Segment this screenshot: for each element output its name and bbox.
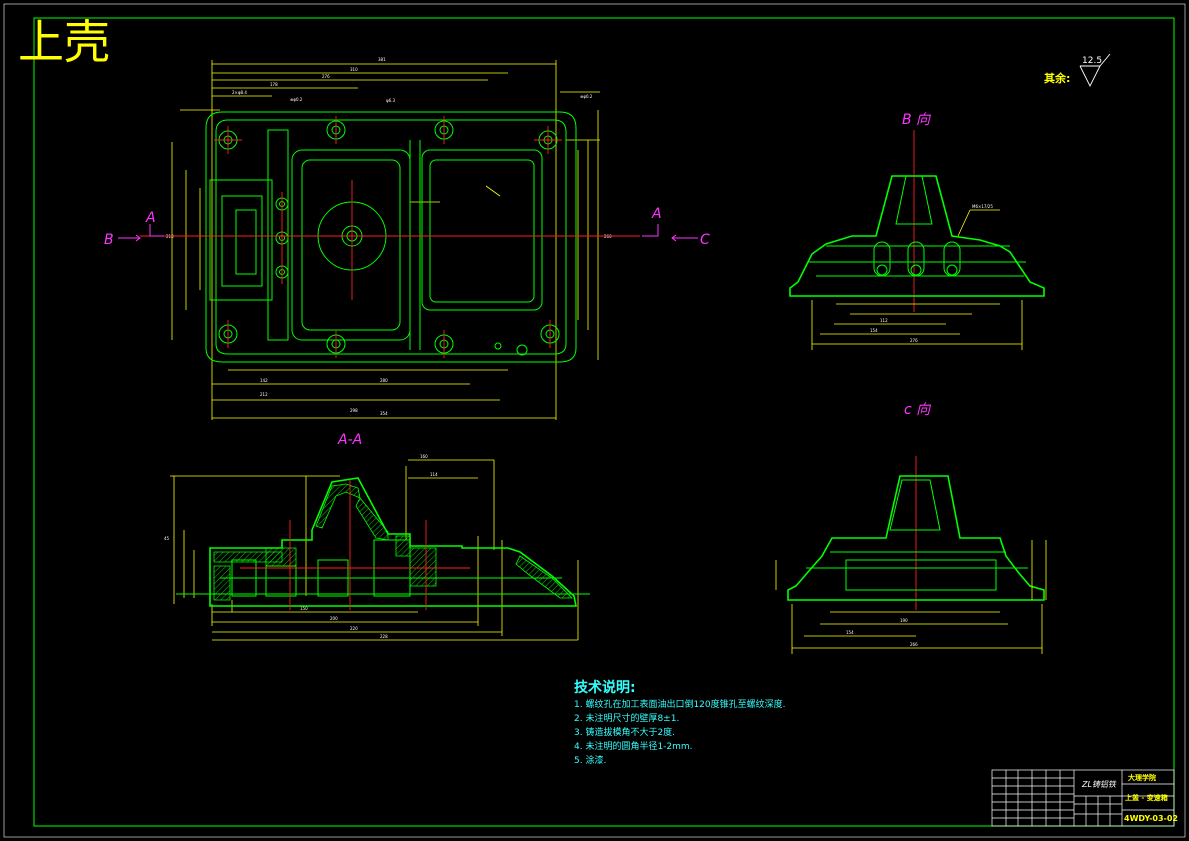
svg-text:φ6.3: φ6.3 [386,98,395,103]
view-c: c 向 266 154 190 [775,402,1047,654]
view-b: B 向 276 154 112 M6×17/25 [789,112,1045,350]
svg-text:⊕φ0.2: ⊕φ0.2 [580,94,593,99]
svg-text:228: 228 [380,634,388,639]
svg-text:142: 142 [260,378,268,383]
roughness-symbol: 其余: 12.5 [1044,53,1111,88]
svg-text:276: 276 [322,74,330,79]
svg-text:154: 154 [846,630,854,635]
section-mark-left: A [145,210,156,226]
note-2: 2. 未注明尺寸的壁厚8±1. [574,712,679,724]
section-aa-label: A-A [337,432,362,448]
svg-text:200: 200 [330,616,338,621]
title-block-company: 大理学院 [1128,773,1156,782]
svg-text:354: 354 [380,411,388,416]
svg-text:381: 381 [378,57,386,62]
svg-text:114: 114 [430,472,438,477]
svg-text:280: 280 [380,378,388,383]
roughness-value: 12.5 [1082,56,1102,66]
svg-text:220: 220 [350,626,358,631]
inner-frame [33,17,1175,827]
title-block-material: ZL铸铝铁 [1081,780,1117,789]
notes-heading: 技术说明: [574,679,636,696]
view-arrow-c: C [700,232,710,248]
svg-text:310: 310 [350,67,358,72]
svg-text:178: 178 [270,82,278,87]
svg-text:298: 298 [350,408,358,413]
roughness-label: 其余: [1044,71,1070,85]
svg-text:⊕φ0.2: ⊕φ0.2 [290,97,303,102]
svg-text:266: 266 [910,642,918,647]
note-5: 5. 涂漆. [574,754,606,766]
svg-text:160: 160 [420,454,428,459]
plan-dimension-labels: 381 310 276 178 2×φ8.4 ⊕φ0.2 φ6.3 ⊕φ0.2 … [166,57,612,416]
svg-text:2×φ8.4: 2×φ8.4 [232,90,247,95]
svg-text:190: 190 [900,618,908,623]
svg-text:150: 150 [300,606,308,611]
title-block: ZL铸铝铁 大理学院 上盖 - 变速箱 4WDY-03-02 [991,769,1178,827]
section-aa-view: A-A 160 114 150 200 220 [164,432,590,641]
svg-text:218: 218 [166,234,174,239]
svg-text:112: 112 [880,318,888,323]
view-arrow-b: B [104,232,114,248]
note-1: 1. 螺纹孔在加工表面油出口倒120度锥孔至螺纹深度. [574,698,786,710]
section-mark-right: A [651,206,662,222]
title-block-drawing-no: 4WDY-03-02 [1124,814,1178,823]
view-c-label: c 向 [904,402,932,418]
drawing-title: 上壳 [18,15,110,69]
svg-text:276: 276 [910,338,918,343]
svg-text:154: 154 [870,328,878,333]
svg-text:212: 212 [260,392,268,397]
outer-frame [3,3,1186,838]
svg-text:260: 260 [604,234,612,239]
svg-text:M6×17/25: M6×17/25 [972,204,993,209]
note-3: 3. 铸造拔模角不大于2度. [574,726,675,738]
title-block-part-name: 上盖 - 变速箱 [1125,793,1168,802]
note-4: 4. 未注明的圆角半径1-2mm. [574,740,693,752]
plan-view: 381 310 276 178 2×φ8.4 ⊕φ0.2 φ6.3 ⊕φ0.2 … [104,57,710,420]
aa-dimension-labels: 160 114 150 200 220 228 45 [164,454,438,639]
svg-text:45: 45 [164,536,170,541]
technical-notes: 技术说明: 1. 螺纹孔在加工表面油出口倒120度锥孔至螺纹深度. 2. 未注明… [574,679,786,766]
view-b-label: B 向 [902,112,932,128]
